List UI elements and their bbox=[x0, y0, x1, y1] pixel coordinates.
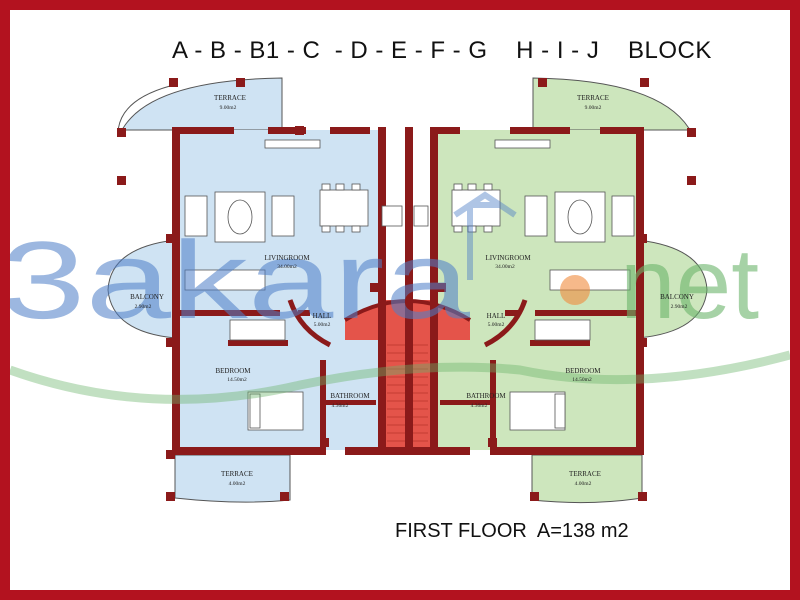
left-terrace-top bbox=[121, 77, 283, 131]
right-terrace-top-name: TERRACE bbox=[577, 94, 609, 102]
right-bedroom-area: 14.50m2 bbox=[572, 377, 592, 383]
left-bedroom-area: 14.50m2 bbox=[227, 377, 247, 383]
right-balcony bbox=[637, 239, 708, 339]
plan-frame: A - B - B1 - C - D - E - F - G H - I - J… bbox=[10, 10, 790, 590]
right-livingroom-name: LIVINGROOM bbox=[485, 254, 531, 262]
right-bedroom-name: BEDROOM bbox=[565, 367, 601, 375]
left-terrace-top-area: 9.00m2 bbox=[220, 105, 237, 111]
right-terrace-bottom-name: TERRACE bbox=[569, 470, 601, 478]
right-bathroom-area: 4.36m2 bbox=[471, 403, 488, 409]
left-furniture bbox=[184, 139, 403, 431]
left-balcony bbox=[107, 239, 176, 339]
right-room-labels: TERRACE 9.00m2 LIVINGROOM 34.00m2 BALCON… bbox=[466, 94, 694, 487]
right-hall-name: HALL bbox=[487, 312, 506, 320]
right-bathroom-name: BATHROOM bbox=[466, 392, 506, 400]
right-terrace-top bbox=[532, 77, 691, 131]
left-bathroom-name: BATHROOM bbox=[330, 392, 370, 400]
left-balcony-area: 2.90m2 bbox=[135, 304, 152, 310]
right-balcony-area: 2.90m2 bbox=[671, 304, 688, 310]
left-room-labels: TERRACE 9.00m2 LIVINGROOM 34.00m2 BALCON… bbox=[130, 94, 370, 487]
right-terrace-bottom-area: 4.00m2 bbox=[575, 481, 592, 487]
floor-caption: FIRST FLOOR A=138 m2 bbox=[395, 520, 629, 542]
left-bathroom-area: 4.36m2 bbox=[332, 403, 349, 409]
columns bbox=[117, 78, 696, 501]
left-terrace-bottom bbox=[174, 454, 291, 503]
right-terrace-bottom bbox=[531, 454, 643, 504]
left-hall-area: 5.00m2 bbox=[314, 322, 331, 328]
left-terrace-top-name: TERRACE bbox=[214, 94, 246, 102]
left-bedroom-name: BEDROOM bbox=[215, 367, 251, 375]
left-livingroom-area: 34.00m2 bbox=[277, 264, 297, 270]
left-livingroom-name: LIVINGROOM bbox=[264, 254, 310, 262]
watermark: 3akara net bbox=[10, 191, 790, 404]
left-terrace-top-outer bbox=[117, 85, 171, 133]
floor-plan-drawing: 3akara net TERRACE 9.00m2 LIVINGROOM 34.… bbox=[10, 77, 790, 504]
watermark-right-text: net bbox=[620, 228, 759, 340]
right-livingroom-area: 34.00m2 bbox=[495, 264, 515, 270]
left-terrace-bottom-name: TERRACE bbox=[221, 470, 253, 478]
left-hall-name: HALL bbox=[313, 312, 332, 320]
watermark-arrow-icon bbox=[453, 191, 517, 280]
right-hall-area: 5.00m2 bbox=[488, 322, 505, 328]
left-balcony-name: BALCONY bbox=[130, 293, 164, 301]
block-title: A - B - B1 - C - D - E - F - G H - I - J… bbox=[172, 37, 712, 64]
right-balcony-name: BALCONY bbox=[660, 293, 694, 301]
right-terrace-top-area: 9.00m2 bbox=[585, 105, 602, 111]
left-terrace-bottom-area: 4.00m2 bbox=[229, 481, 246, 487]
hall-curves bbox=[287, 299, 528, 348]
walls bbox=[172, 127, 644, 455]
watermark-wave bbox=[10, 350, 790, 404]
watermark-left-text: 3akara bbox=[10, 219, 471, 342]
watermark-dot-icon bbox=[560, 275, 590, 305]
